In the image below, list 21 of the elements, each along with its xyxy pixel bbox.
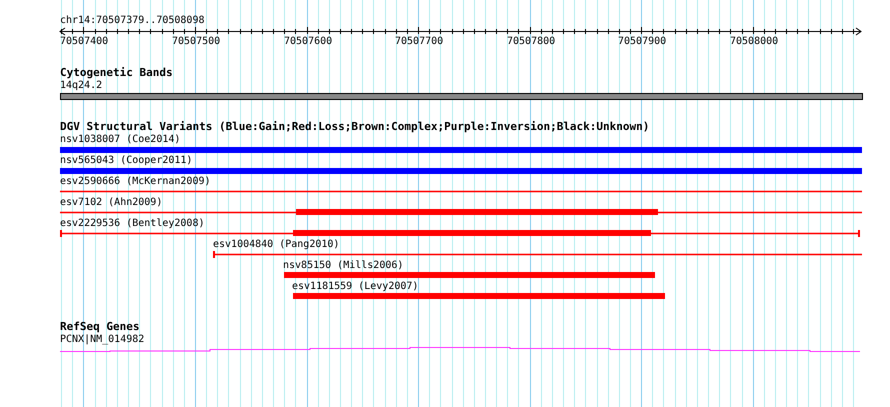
variant-name-label: esv2229536 (Bentley2008): [60, 218, 204, 229]
tick-label: 70507900: [618, 36, 666, 47]
gene-name-label: PCNX|NM_014982: [60, 334, 144, 345]
track-title: DGV Structural Variants (Blue:Gain;Red:Loss;Brown:Complex;Purple:Inversion;Black:Unknown): [60, 121, 650, 132]
variant-name-label: nsv1038007 (Coe2014): [60, 134, 180, 145]
track-title: Cytogenetic Bands: [60, 67, 173, 78]
variant-name-label: nsv565043 (Cooper2011): [60, 155, 192, 166]
tick-label: 70507800: [507, 36, 556, 47]
tick-label: 70507600: [284, 36, 332, 47]
region-coordinate-label: chr14:70507379..70508098: [60, 15, 204, 26]
variant-name-label: esv7102 (Ahn2009): [60, 197, 162, 208]
variant-name-label: esv2590666 (McKernan2009): [60, 176, 211, 187]
tick-label: 70507500: [172, 36, 220, 47]
tick-label: 70507700: [395, 36, 444, 47]
variant-name-label: nsv85150 (Mills2006): [283, 260, 404, 271]
tick-label: 70507400: [60, 36, 108, 47]
variant-name-label: esv1004840 (Pang2010): [213, 239, 340, 250]
tick-label: 70508000: [730, 36, 778, 47]
track-title: RefSeq Genes: [60, 321, 140, 332]
variant-name-label: esv1181559 (Levy2007): [292, 281, 418, 292]
band-name-label: 14q24.2: [60, 80, 102, 91]
